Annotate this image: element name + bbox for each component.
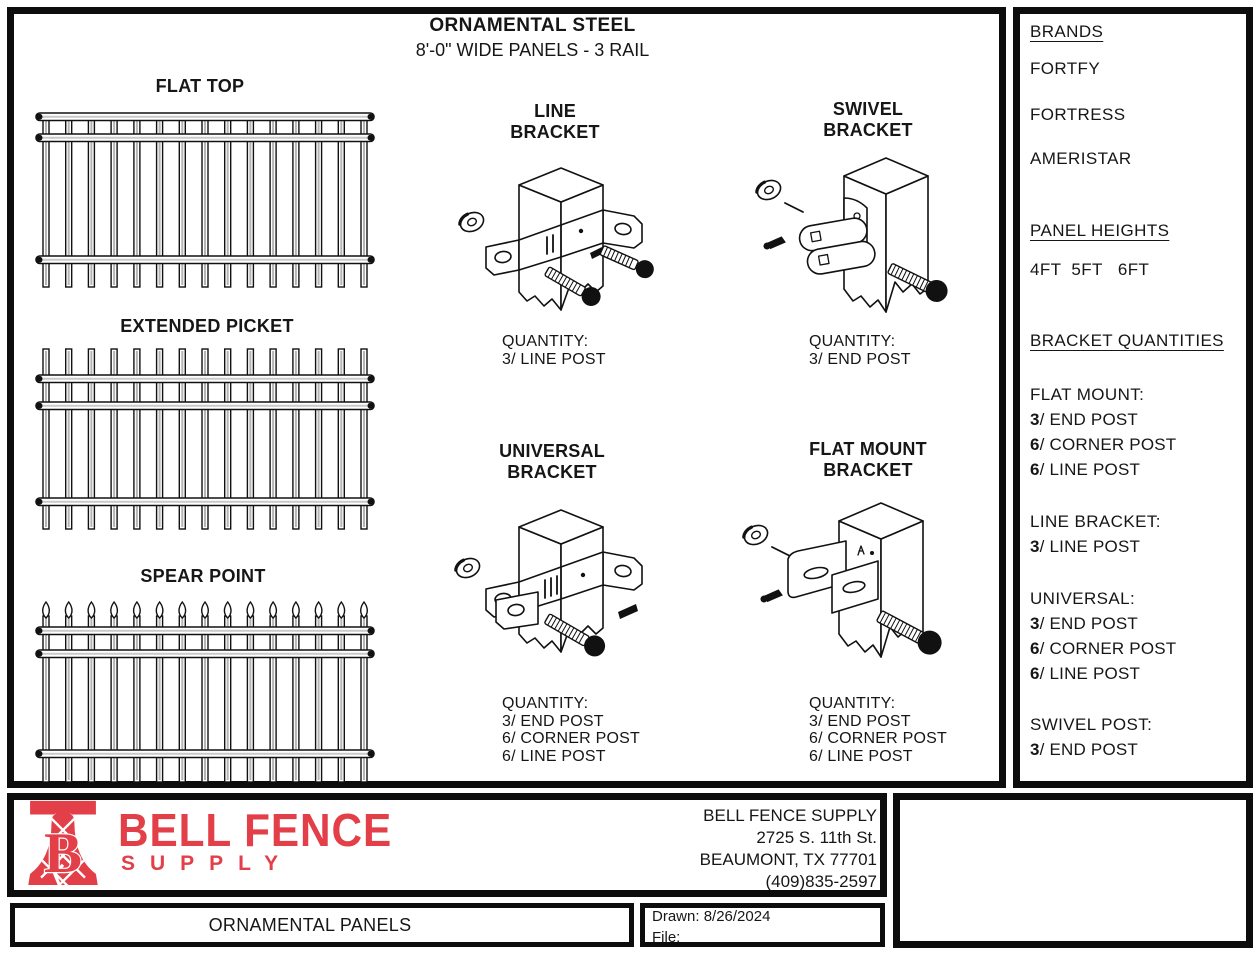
brands-heading: BRANDS	[1030, 22, 1104, 41]
quantity-row: 6/ LINE POST	[1030, 460, 1141, 479]
brand-item: FORTFY	[1030, 59, 1101, 78]
drawn-date: Drawn: 8/26/2024	[652, 908, 771, 925]
quantity-row: 3/ END POST	[1030, 740, 1139, 759]
bracket-band	[485, 209, 643, 276]
group-name: LINE BRACKET:	[1030, 512, 1161, 531]
washer-icon	[742, 524, 769, 546]
brand-item: AMERISTAR	[1030, 149, 1132, 168]
swivel-bracket-quantity: QUANTITY: 3/ END POST	[809, 333, 911, 368]
universal-bracket-illustration	[450, 500, 665, 680]
carriage-bolt-icon	[887, 263, 948, 302]
panel-label-flat-top: FLAT TOP	[155, 76, 245, 96]
flat-mount-bracket-quantity: QUANTITY: 3/ END POST 6/ CORNER POST 6/ …	[809, 695, 947, 765]
drawing-title-frame	[10, 903, 634, 947]
leader-line	[784, 202, 804, 213]
revision-block-frame	[893, 793, 1253, 948]
screw-icon	[763, 236, 786, 250]
document-header: ORNAMENTAL STEEL 8'-0" WIDE PANELS - 3 R…	[80, 15, 985, 61]
liberty-bell-logo-icon: B	[16, 799, 110, 895]
quantity-row: 3/ END POST	[1030, 614, 1139, 633]
screw-icon	[760, 589, 783, 603]
angle-bracket	[787, 540, 879, 614]
swivel-tabs	[798, 197, 876, 275]
swivel-bracket-title: SWIVEL BRACKET	[823, 99, 913, 140]
page-title: ORNAMENTAL STEEL	[429, 15, 636, 36]
line-bracket-illustration	[450, 158, 665, 323]
flat-mount-bracket-illustration	[740, 495, 955, 675]
bracket-quantities-heading: BRACKET QUANTITIES	[1030, 331, 1224, 350]
bracket-band	[485, 551, 643, 630]
group-name: SWIVEL POST:	[1030, 715, 1153, 734]
flat-mount-bracket-title: FLAT MOUNT BRACKET	[809, 439, 927, 480]
sidebar-frame	[1013, 7, 1253, 788]
universal-bracket-title: UNIVERSAL BRACKET	[499, 441, 605, 482]
panel-heights-heading: PANEL HEIGHTS	[1030, 221, 1170, 240]
drawing-title: ORNAMENTAL PANELS	[208, 915, 412, 935]
carriage-bolt-icon	[599, 245, 654, 279]
panel-heights-value: 4FT 5FT 6FT	[1030, 260, 1150, 279]
quantity-row: 6/ CORNER POST	[1030, 435, 1177, 454]
washer-icon	[454, 557, 481, 579]
washer-icon	[458, 211, 485, 233]
carriage-bolt-icon	[876, 610, 942, 655]
logo-name: BELL FENCE	[118, 804, 393, 856]
logo-monogram: B	[44, 822, 82, 885]
extended-picket-fence-illustration	[30, 345, 380, 535]
group-name: UNIVERSAL:	[1030, 589, 1136, 608]
logo-subname: SUPPLY	[121, 852, 294, 875]
swivel-bracket-illustration	[745, 150, 960, 325]
universal-bracket-quantity: QUANTITY: 3/ END POST 6/ CORNER POST 6/ …	[502, 695, 640, 765]
quantity-row: 6/ LINE POST	[1030, 664, 1141, 683]
flat-top-fence-illustration	[30, 99, 380, 289]
quantity-row: 6/ CORNER POST	[1030, 639, 1177, 658]
quantity-row: 3/ END POST	[1030, 410, 1139, 429]
line-bracket-quantity: QUANTITY: 3/ LINE POST	[502, 333, 606, 368]
company-address: BELL FENCE SUPPLY 2725 S. 11th St. BEAUM…	[699, 806, 877, 891]
washer-icon	[755, 179, 782, 201]
carriage-bolt-icon	[544, 613, 606, 657]
line-bracket-title: LINE BRACKET	[510, 101, 600, 142]
file-label: File:	[652, 929, 681, 946]
drawn-file-frame	[640, 903, 885, 947]
carriage-bolt-icon	[544, 266, 601, 306]
brand-item: FORTRESS	[1030, 105, 1126, 124]
quantity-row: 3/ LINE POST	[1030, 537, 1141, 556]
group-name: FLAT MOUNT:	[1030, 385, 1145, 404]
panel-label-extended-picket: EXTENDED PICKET	[120, 316, 294, 336]
panel-label-spear-point: SPEAR POINT	[140, 566, 266, 586]
spear-point-fence-illustration	[30, 598, 380, 788]
logo-address-frame	[7, 793, 887, 897]
page-subtitle: 8'-0" WIDE PANELS - 3 RAIL	[415, 40, 650, 60]
screw-icon	[618, 604, 638, 619]
leader-line	[771, 546, 793, 558]
